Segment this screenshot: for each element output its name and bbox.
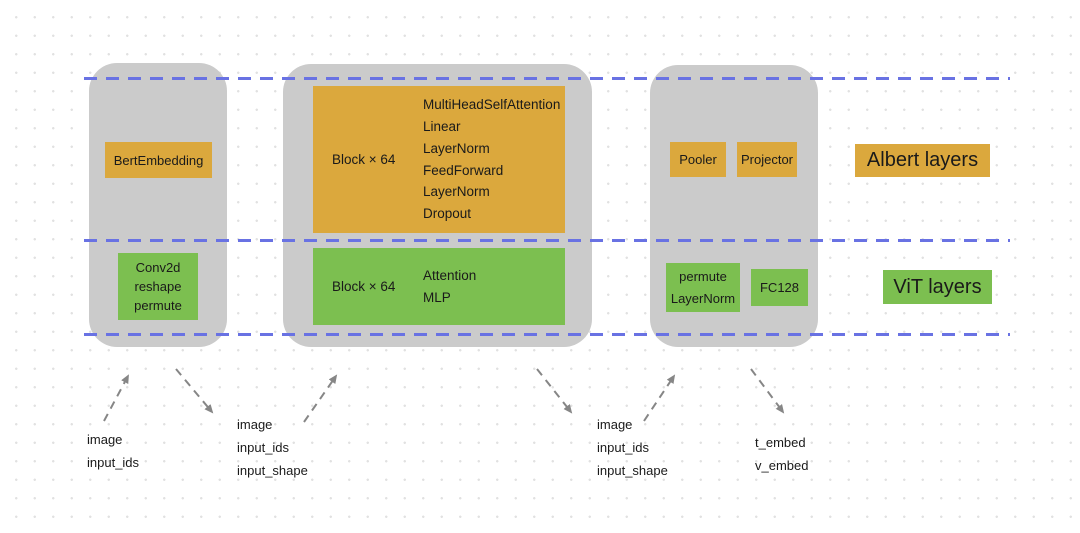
layernorm-line: LayerNorm <box>670 290 736 306</box>
io-line: image <box>597 417 633 432</box>
permute-layernorm-node: permute LayerNorm <box>666 263 740 312</box>
bert-embedding-label: BertEmbedding <box>113 152 204 168</box>
albert-encoder-block-node: Block × 64 MultiHeadSelfAttention Linear… <box>313 86 565 233</box>
pooler-label: Pooler <box>679 152 717 167</box>
fc128-label: FC128 <box>759 280 800 295</box>
permute-line: permute <box>679 268 727 284</box>
permute-line: permute <box>134 298 182 313</box>
layer-item: LayerNorm <box>423 184 490 200</box>
io-line: input_ids <box>597 440 650 455</box>
vit-layer-list: Attention MLP <box>423 265 476 309</box>
bert-embedding-node: BertEmbedding <box>105 142 212 178</box>
layer-item: MultiHeadSelfAttention <box>423 97 561 113</box>
intermediate-labels-1-2: image input_ids input_shape <box>237 413 308 482</box>
conv2d-line: Conv2d <box>135 260 181 275</box>
output-arrow-stage3 <box>750 368 785 414</box>
io-line: t_embed <box>755 435 806 450</box>
layer-item: Attention <box>423 267 477 283</box>
vit-layers-legend: ViT layers <box>883 270 992 304</box>
layer-item: LayerNorm <box>423 140 490 156</box>
albert-block-count-label: Block × 64 <box>332 152 396 167</box>
vit-block-count-label: Block × 64 <box>332 279 396 294</box>
fc128-node: FC128 <box>751 269 808 306</box>
layer-item: Linear <box>423 118 461 134</box>
vit-legend-label: ViT layers <box>893 275 982 298</box>
output-arrow-stage1 <box>175 368 214 414</box>
io-line: image <box>87 432 123 447</box>
input-arrow-stage1 <box>103 374 129 422</box>
vit-encoder-block-node: Block × 64 Attention MLP <box>313 248 565 325</box>
io-line: image <box>237 417 273 432</box>
io-line: input_ids <box>237 440 290 455</box>
pooler-node: Pooler <box>670 142 726 177</box>
projector-label: Projector <box>740 152 794 167</box>
projector-node: Projector <box>737 142 797 177</box>
layer-item: Dropout <box>423 206 472 222</box>
conv2d-node: Conv2d reshape permute <box>118 253 198 320</box>
io-line: input_ids <box>87 455 140 470</box>
output-arrow-stage2 <box>536 368 573 414</box>
io-line: v_embed <box>755 458 809 473</box>
layer-item: FeedForward <box>423 162 504 178</box>
layer-item: MLP <box>423 289 451 305</box>
albert-layer-list: MultiHeadSelfAttention Linear LayerNorm … <box>423 94 560 225</box>
reshape-line: reshape <box>134 279 182 294</box>
input-arrow-stage2 <box>303 374 338 423</box>
io-line: input_shape <box>597 463 668 478</box>
io-line: input_shape <box>237 463 308 478</box>
intermediate-labels-2-3: image input_ids input_shape <box>597 413 668 482</box>
albert-legend-label: Albert layers <box>866 149 979 171</box>
albert-layers-legend: Albert layers <box>855 144 990 177</box>
output-labels: t_embed v_embed <box>755 431 808 477</box>
input-labels-stage1: image input_ids <box>87 428 139 474</box>
